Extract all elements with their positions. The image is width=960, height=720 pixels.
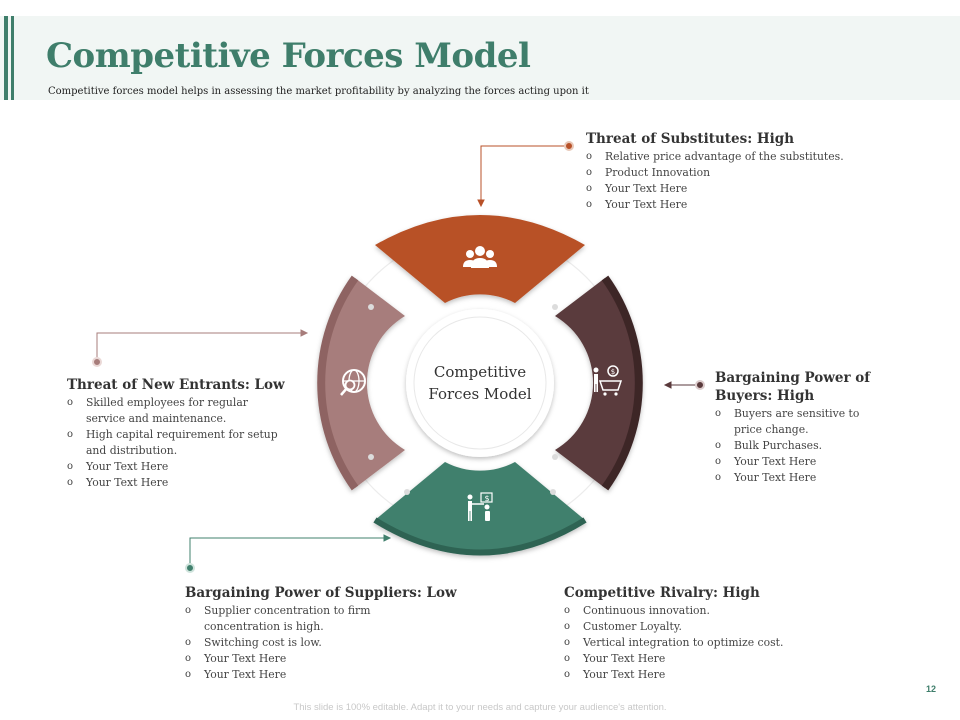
substitutes-list: Relative price advantage of the substitu… [586,149,844,213]
list-item: Your Text Here [67,459,285,475]
header-accent-bar [4,16,8,100]
rivalry-heading: Competitive Rivalry: High [564,585,760,601]
list-item: Your Text Here [185,667,457,683]
header-band [0,16,960,100]
block-rivalry: Competitive Rivalry: High Continuous inn… [564,584,783,683]
segment-rivalry [373,462,587,556]
list-item: Bulk Purchases. [715,438,870,454]
suppliers-list: Supplier concentration to firmconcentrat… [185,603,457,683]
substitutes-heading: Threat of Substitutes: High [586,131,795,147]
page-title: Competitive Forces Model [46,36,531,76]
connector-suppliers [185,534,392,573]
block-substitutes: Threat of Substitutes: High Relative pri… [586,130,844,213]
entrants-heading: Threat of New Entrants: Low [67,377,285,393]
center-circle [406,309,554,457]
list-item: Your Text Here [67,475,285,491]
list-item: Your Text Here [564,667,783,683]
page-number: 12 [926,684,937,694]
list-item: Supplier concentration to firmconcentrat… [185,603,457,635]
page-subtitle: Competitive forces model helps in assess… [48,86,589,97]
list-item: Customer Loyalty. [564,619,783,635]
list-item: Your Text Here [586,197,844,213]
global-search-icon [340,369,366,396]
group-icon [463,246,497,268]
handshake-deal-icon [467,492,493,521]
list-item: Your Text Here [185,651,457,667]
connector-substitutes [477,141,574,208]
block-suppliers: Bargaining Power of Suppliers: Low Suppl… [185,584,457,683]
list-item: Vertical integration to optimize cost. [564,635,783,651]
dollar-sign-icon: $ [484,494,489,503]
block-entrants: Threat of New Entrants: Low Skilled empl… [67,376,285,491]
list-item: Your Text Here [564,651,783,667]
dollar-sign-icon: $ [611,368,615,376]
rivalry-list: Continuous innovation. Customer Loyalty.… [564,603,783,683]
shopper-cart-icon [593,365,623,396]
list-item: Your Text Here [715,454,870,470]
center-label-line1: Competitive [434,363,526,381]
connector-buyers [663,380,705,390]
list-item: Your Text Here [586,181,844,197]
connector-entrants [92,329,309,367]
ring-dots [368,304,558,495]
header-accent-bar [11,16,14,100]
list-item: Relative price advantage of the substitu… [586,149,844,165]
list-item: Continuous innovation. [564,603,783,619]
list-item: Product Innovation [586,165,844,181]
list-item: Switching cost is low. [185,635,457,651]
footer-note: This slide is 100% editable. Adapt it to… [293,702,667,713]
center-label-line2: Forces Model [428,385,531,403]
list-item: Your Text Here [715,470,870,486]
suppliers-heading: Bargaining Power of Suppliers: Low [185,585,457,601]
segment-entrants [317,275,405,491]
